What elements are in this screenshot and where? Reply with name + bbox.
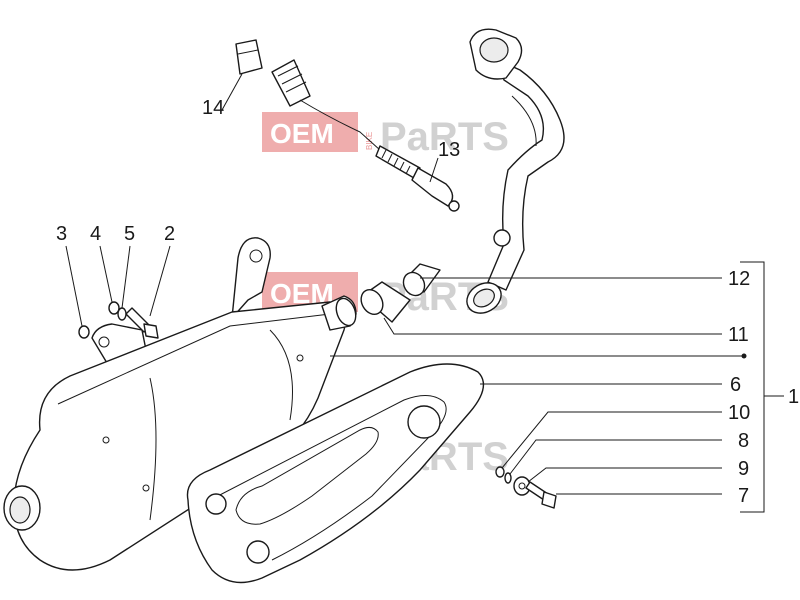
- muffler-inlet-opening: [335, 297, 357, 327]
- lambda-sensor-connector: [271, 59, 311, 107]
- downpipe-bend-line: [511, 95, 537, 147]
- callout-10: 10: [728, 402, 750, 424]
- washer-4: [108, 301, 120, 315]
- callout-3: 3: [56, 223, 67, 245]
- muffler-assembly: [3, 237, 357, 571]
- callout-4: 4: [90, 223, 101, 245]
- muffler-seam-rear: [149, 377, 157, 521]
- leader-5: [121, 245, 131, 309]
- leader-4: [99, 245, 113, 303]
- heat-shield-rear-hole: [205, 493, 227, 515]
- muffler-ridge-line: [57, 313, 331, 405]
- leader-8: [509, 439, 722, 475]
- connector-clip: [235, 39, 263, 75]
- muffler-mount-bracket: [231, 237, 271, 319]
- downpipe-sensor-boss: [493, 229, 511, 247]
- downpipe-tube: [487, 59, 565, 291]
- clip-body: [235, 39, 263, 75]
- callout-labels: 14 13 3 4 5 2 12 11 6 10 8 9 7 1: [56, 97, 799, 507]
- gasket-11: [360, 281, 411, 323]
- callout-1: 1: [788, 386, 799, 408]
- washer-5: [117, 307, 127, 321]
- washer-10: [495, 466, 505, 478]
- downpipe-outlet-port: [473, 288, 495, 308]
- callout-7: 7: [738, 485, 749, 507]
- watermark-top: OEM BIKE PaRTS: [262, 112, 509, 159]
- heat-shield: [186, 363, 485, 584]
- mount-bracket-hole: [249, 249, 263, 263]
- washer-8: [504, 472, 512, 484]
- callout-9: 9: [738, 458, 749, 480]
- bolt-7-head: [541, 491, 557, 509]
- callout-8: 8: [738, 430, 749, 452]
- leader-10: [501, 411, 722, 469]
- muffler-seam: [269, 329, 293, 421]
- muffler-rivet: [102, 436, 110, 444]
- heat-shield-inner-edge: [213, 395, 447, 561]
- leader-2: [149, 245, 171, 317]
- callout-5: 5: [124, 223, 135, 245]
- leader-11: [383, 317, 722, 335]
- connector-ribs: [277, 65, 307, 93]
- lambda-sensor-cable: [299, 99, 381, 151]
- heat-shield-mount-hole: [407, 405, 441, 439]
- leader-9: [527, 467, 722, 483]
- nut-3: [78, 325, 90, 339]
- muffler-tailpipe-outlet: [9, 496, 31, 524]
- lower-bracket-hole: [98, 336, 110, 348]
- spring-coils: [381, 149, 411, 175]
- gasket-11-face: [360, 288, 384, 316]
- heat-shield-lower-hole: [246, 540, 270, 564]
- bolt-7: [525, 481, 557, 509]
- bolt-2: [125, 307, 159, 339]
- watermark-box: [262, 112, 358, 152]
- heat-shield-slot: [235, 426, 379, 525]
- callout-14: 14: [202, 97, 224, 119]
- spacer-9-hole: [518, 482, 526, 490]
- leader-14: [221, 73, 243, 111]
- leader-assembly-dot: [741, 353, 747, 359]
- callout-12: 12: [728, 268, 750, 290]
- lambda-sensor: [271, 59, 460, 212]
- callout-11: 11: [728, 324, 749, 346]
- lambda-sensor-tip: [448, 200, 460, 212]
- muffler-rivet: [142, 484, 150, 492]
- gasket-12-face: [402, 271, 426, 297]
- callout-2: 2: [164, 223, 175, 245]
- exhaust-downpipe: [466, 28, 565, 314]
- downpipe-inlet-port: [479, 37, 509, 63]
- leader-13: [429, 157, 439, 183]
- callout-6: 6: [730, 374, 741, 396]
- leader-lines: [65, 73, 784, 513]
- lambda-sensor-body: [411, 167, 454, 207]
- callout-13: 13: [438, 139, 460, 161]
- assembly-bracket: [740, 261, 765, 513]
- leader-3: [65, 245, 83, 327]
- muffler-rivet: [296, 354, 304, 362]
- bolt-2-head: [143, 323, 159, 339]
- watermark-oem-text: OEM: [270, 118, 334, 149]
- watermark-parts-text: PaRTS: [380, 115, 509, 159]
- clip-edge: [237, 49, 259, 55]
